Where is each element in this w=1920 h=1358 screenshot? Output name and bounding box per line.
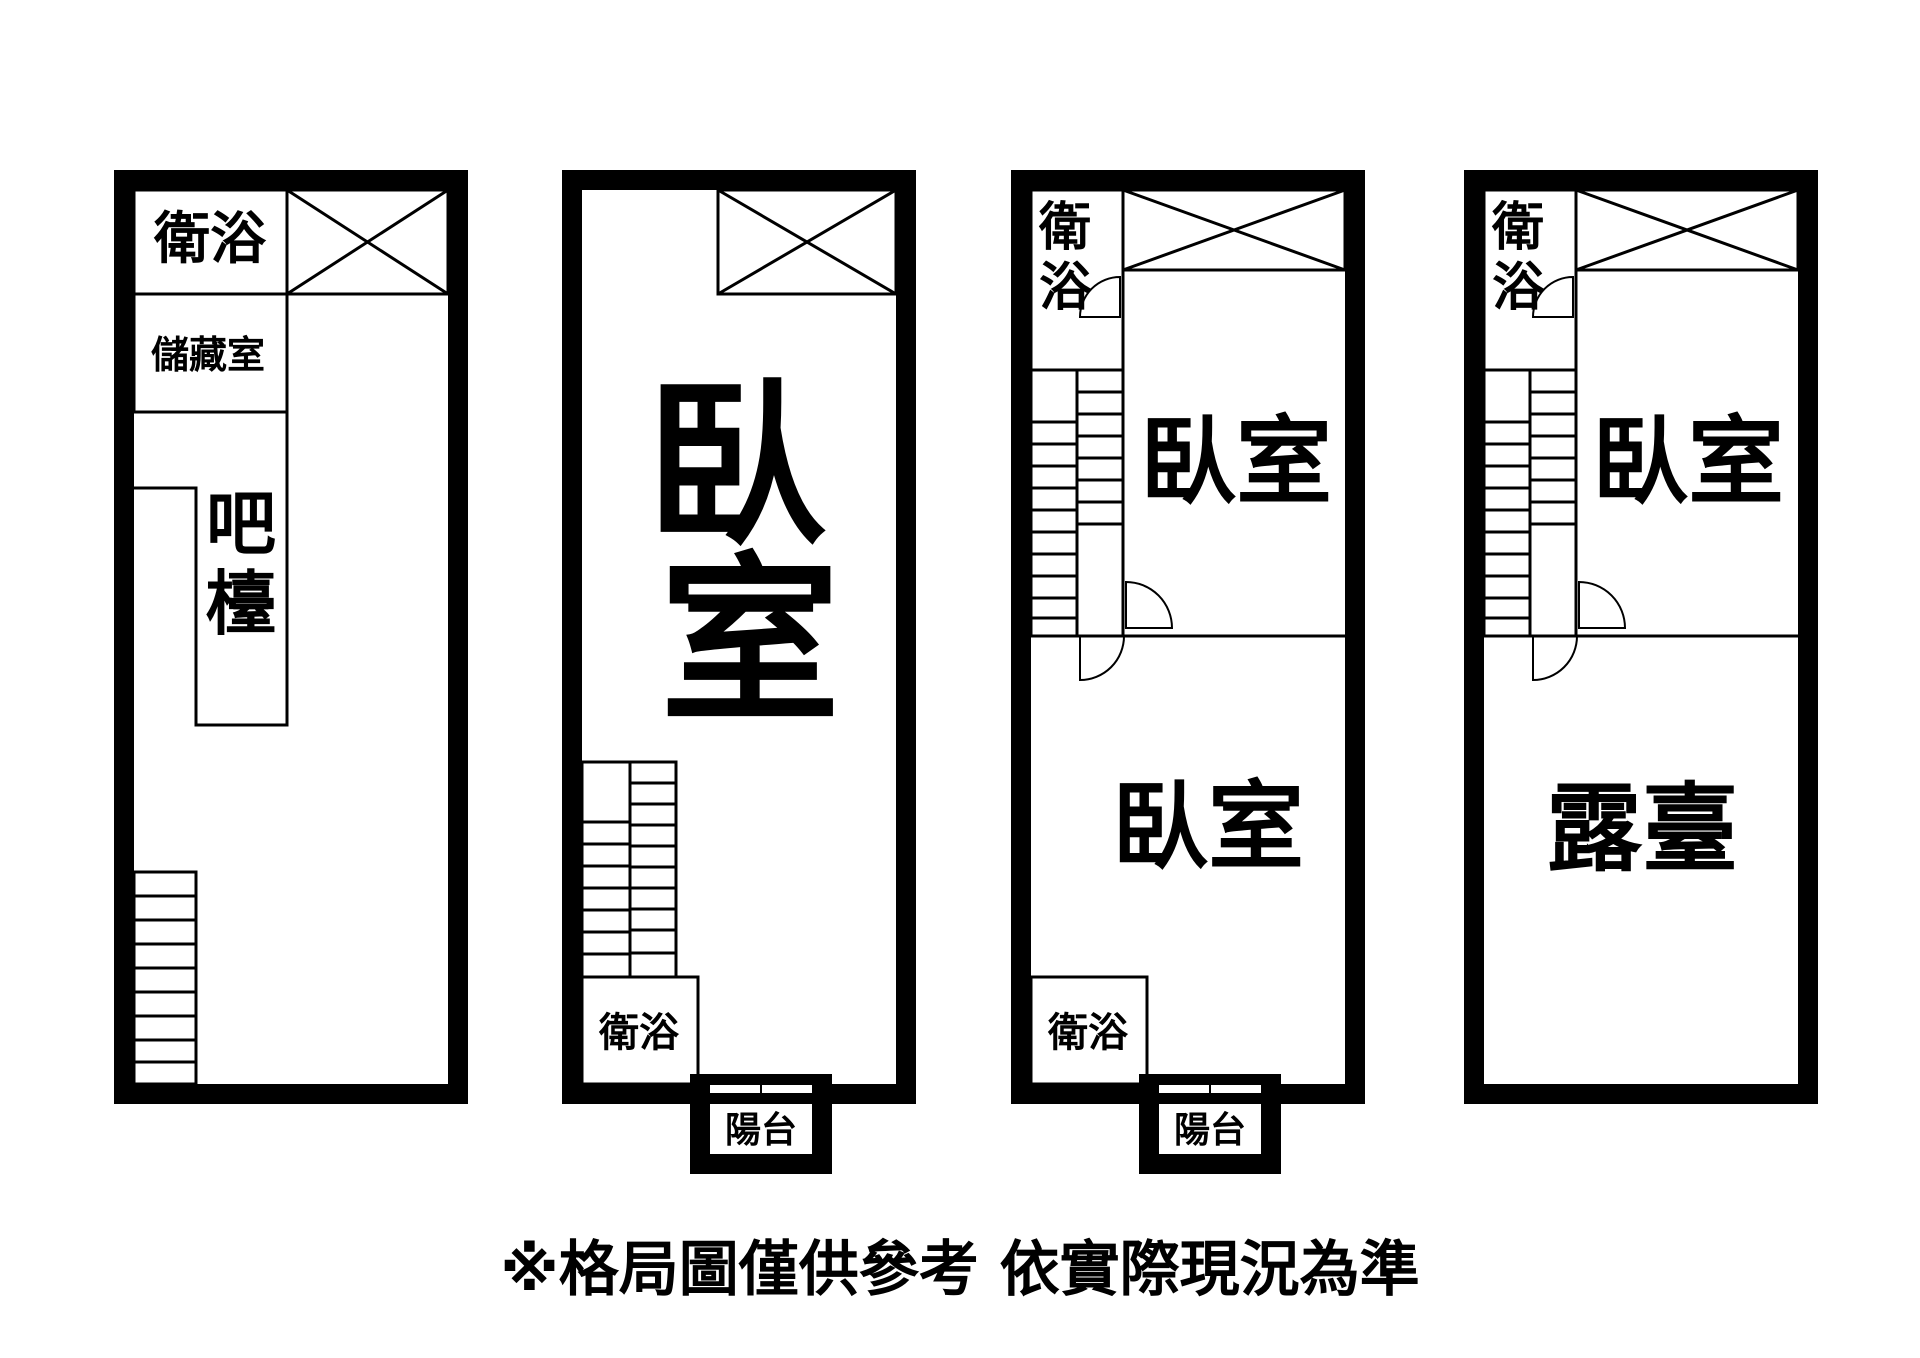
door-swing [1531, 275, 1574, 318]
void-opening [285, 188, 450, 296]
bathroom-label-bottom: 衛浴 [1047, 1010, 1129, 1056]
void-opening [1121, 188, 1347, 272]
void-cross [717, 188, 897, 296]
disclaimer-note: ※格局圖僅供參考 依實際現況為準 [500, 1235, 1419, 1305]
bedroom-label-2: 室 [660, 538, 840, 747]
bathroom-label: 衛浴 [153, 207, 267, 272]
stair-treads [134, 894, 196, 1064]
outer-wall [1464, 170, 1818, 1104]
balcony-label: 陽台 [725, 1110, 797, 1151]
bathroom-label-top-2: 浴 [1039, 258, 1092, 318]
bedroom-label-1: 臥 [646, 362, 826, 571]
outer-wall [114, 170, 468, 1104]
bathroom-label: 衛浴 [598, 1010, 680, 1056]
bathroom-label-top-1: 衛 [1038, 198, 1091, 258]
void-cross [1122, 188, 1346, 272]
bedroom-upper-label: 臥室 [1140, 406, 1332, 518]
void-cross [1575, 188, 1799, 272]
terrace-label: 露臺 [1546, 773, 1738, 885]
bathroom-room [580, 975, 700, 1086]
stair-treads [1031, 390, 1123, 620]
bar-label-1: 吧 [206, 483, 276, 565]
door-swing [1078, 275, 1121, 318]
stair-treads [1484, 390, 1576, 620]
balcony-label: 陽台 [1174, 1110, 1246, 1151]
storage-label: 儲藏室 [151, 333, 265, 377]
door-swing [1578, 580, 1627, 629]
bedroom-lower-label: 臥室 [1112, 771, 1304, 883]
void-opening [1574, 188, 1800, 272]
bathroom-label-top-2: 浴 [1492, 258, 1545, 318]
floor-plan-4: 衛 浴 臥室 [1464, 170, 1818, 1104]
floor-plan-2: 臥 室 衛浴 陽台 [562, 170, 916, 1174]
storage-room [132, 292, 289, 414]
bedroom-label: 臥室 [1592, 406, 1784, 518]
floor-plan-3: 衛 浴 臥室 [1011, 170, 1365, 1174]
bar-counter [134, 412, 289, 727]
bathroom-room-bottom [1029, 975, 1149, 1086]
stair-treads [582, 781, 676, 956]
door-swing [1532, 635, 1579, 682]
floor-plan-1: 衛浴 儲藏室 吧 檯 [114, 170, 468, 1104]
bar-label-2: 檯 [206, 563, 276, 645]
door-swing [1079, 635, 1126, 682]
void-cross [286, 188, 449, 296]
staircase [132, 870, 198, 1086]
void-opening [716, 188, 898, 296]
bathroom-label-top-1: 衛 [1491, 198, 1544, 258]
door-swing [1125, 580, 1174, 629]
